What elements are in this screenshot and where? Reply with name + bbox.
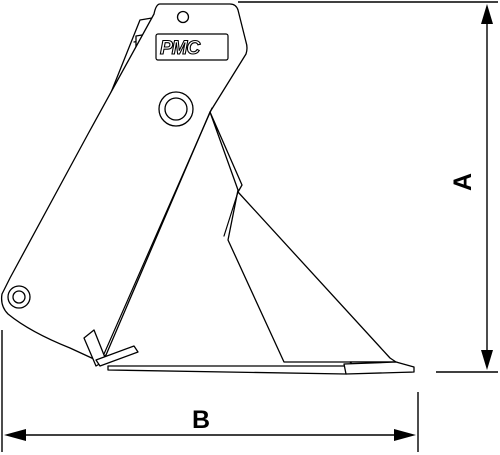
dimension-a-label: A (449, 173, 477, 191)
dimension-a: A (238, 1, 498, 373)
dimension-b-arrow-right (394, 429, 416, 441)
brand-logo-frame (155, 33, 229, 61)
dimension-a-arrow-bottom (481, 350, 493, 370)
top-pin-hole (176, 10, 190, 24)
bucket-edge-tip (343, 361, 415, 375)
lower-pin-boss-inner (12, 290, 26, 304)
bucket-heel-plate (95, 345, 139, 367)
dimension-b: B (1, 330, 419, 452)
dimension-b-arrow-left (4, 429, 26, 441)
bucket-brace (209, 111, 397, 363)
bucket-brace-inner-line (223, 191, 239, 237)
brand-logo-text: PMC (160, 38, 201, 59)
brand-logo: PMC (155, 33, 229, 61)
bucket-side-view: PMC (0, 3, 415, 375)
bucket-side-plate (0, 3, 248, 361)
bucket-plate-inner-edge (103, 107, 213, 355)
dimension-b-label: B (192, 406, 210, 434)
pivot-boss-inner (164, 97, 188, 121)
dimension-a-arrow-top (481, 4, 493, 24)
